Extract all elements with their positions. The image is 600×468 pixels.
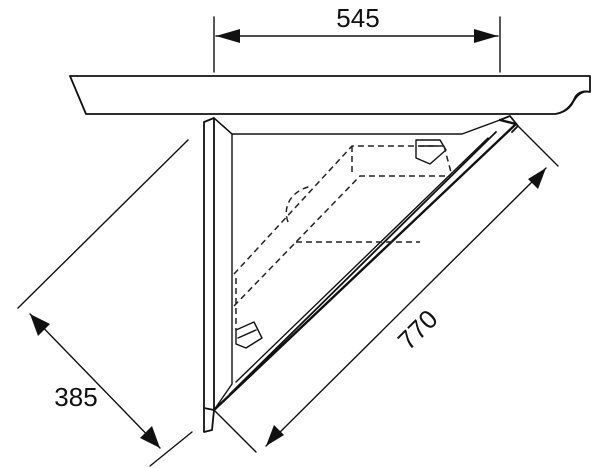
arrowhead-top	[528, 168, 546, 189]
extension-line-top-right	[515, 123, 559, 167]
dimension-line-depth	[29, 313, 161, 449]
ceiling-slab	[69, 75, 591, 115]
hidden-internals	[233, 145, 453, 330]
left-depth-dimension: 385	[17, 139, 193, 467]
top-width-label: 545	[336, 3, 379, 33]
arrowhead-upper	[30, 314, 50, 336]
extension-line-upper-left	[17, 139, 189, 309]
hood-body	[203, 115, 519, 433]
arrowhead-right	[474, 29, 498, 43]
arrowhead-lower	[140, 426, 160, 448]
arrowhead-bottom	[266, 425, 284, 446]
extension-line-bottom-left	[213, 409, 257, 453]
arrowhead-left	[216, 29, 240, 43]
top-width-dimension: 545	[213, 3, 501, 73]
diagonal-length-label: 770	[392, 304, 444, 356]
extension-line-lower-left	[149, 431, 193, 467]
diagonal-length-dimension: 770	[213, 123, 559, 453]
dimension-line-diagonal	[265, 167, 547, 447]
left-depth-label: 385	[54, 382, 97, 412]
